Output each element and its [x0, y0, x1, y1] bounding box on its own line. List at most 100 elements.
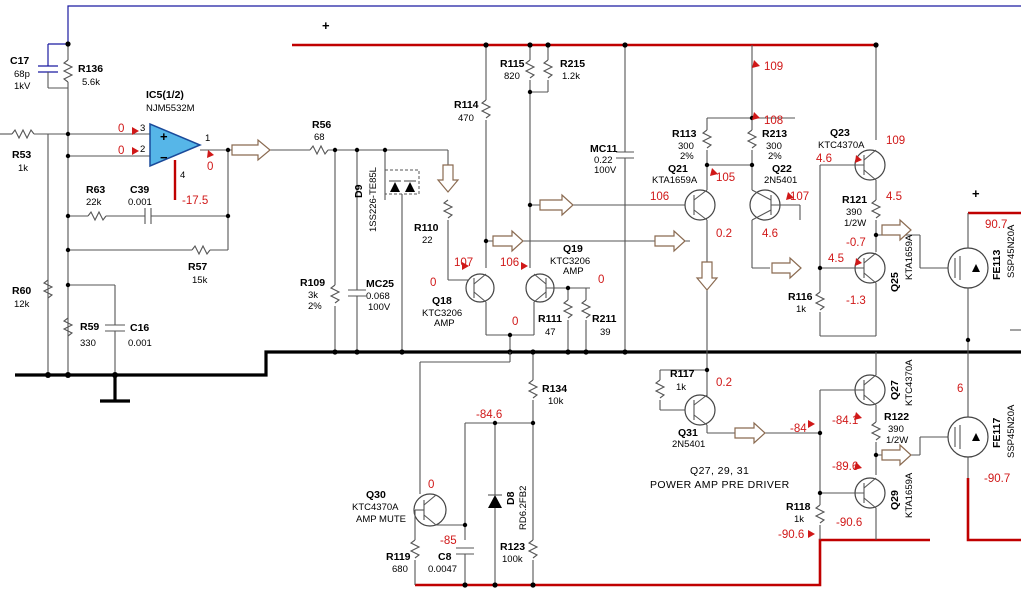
mc11-value: 0.22	[594, 155, 613, 166]
r60-ref: R60	[12, 285, 31, 297]
driver-transistors	[684, 42, 1021, 478]
q23-emitter-voltage: 4.5	[886, 191, 902, 203]
q21-part: KTA1659A	[652, 175, 698, 186]
r123-ref: R123	[500, 541, 525, 553]
output-plus-marker: +	[972, 186, 980, 201]
r56-ref: R56	[312, 119, 331, 131]
q31-emitter-voltage: 0.2	[716, 377, 732, 389]
q18-part: KTC3206	[422, 308, 462, 319]
r60-value: 12k	[14, 299, 30, 310]
c8-ref: C8	[438, 551, 452, 563]
r111-value: 47	[545, 327, 556, 338]
q23-collector-voltage: 109	[886, 135, 905, 147]
q27-ref: Q27	[889, 380, 901, 400]
q31-collector-voltage: -84	[790, 423, 807, 435]
r134-value: 10k	[548, 396, 564, 407]
q30-collector-voltage: 0	[428, 479, 434, 491]
r57-value: 15k	[192, 275, 208, 286]
q21-ref: Q21	[668, 163, 688, 175]
fe117-part: SSP45N20A	[1006, 404, 1017, 458]
c16-value: 0.001	[128, 338, 152, 349]
r213-node-voltage: 108	[764, 115, 783, 127]
r136-ref: R136	[78, 63, 103, 75]
r215-value: 1.2k	[562, 71, 580, 82]
voltage-readings: 0 107 106 0 0 109 108 106 105 0.2 107 4.…	[428, 61, 1010, 547]
q19-ref: Q19	[563, 243, 583, 255]
q21-emitter-voltage: 105	[716, 172, 735, 184]
q23-part: KTC4370A	[818, 140, 865, 151]
r121-ref: R121	[842, 194, 867, 206]
q22-emitter-voltage: 107	[790, 191, 809, 203]
q29-emitter-voltage: -89.6	[832, 461, 858, 473]
q19-collector-voltage: 106	[500, 257, 519, 269]
q29-collector-voltage: -90.6	[836, 517, 862, 529]
output-node-voltage: 6	[957, 383, 963, 395]
r111-ref: R111	[538, 313, 562, 325]
q30-role: AMP MUTE	[356, 514, 406, 525]
r119-ref: R119	[386, 551, 411, 563]
r109-value: 3k	[308, 290, 318, 301]
q27-emitter-voltage: -84.1	[832, 415, 858, 427]
r134-ref: R134	[542, 383, 567, 395]
q30-emitter-voltage: -85	[440, 535, 457, 547]
fe113-ref: FE113	[991, 249, 1003, 280]
r116-ref: R116	[788, 291, 813, 303]
r213-tolerance: 2%	[768, 151, 782, 162]
r122-power: 1/2W	[886, 435, 908, 446]
q30-part: KTC4370A	[352, 502, 399, 513]
q29-part: KTA1659A	[904, 472, 915, 518]
r56-value: 68	[314, 132, 325, 143]
r115-ref: R115	[500, 58, 525, 70]
r53-ref: R53	[12, 149, 31, 161]
ic5-pin2-voltage: 0	[118, 145, 124, 157]
top-plus-marker: +	[322, 18, 330, 33]
power-rails	[15, 5, 1021, 587]
q21-collector-voltage: 0.2	[716, 228, 732, 240]
zener-node-voltage: -84.6	[476, 409, 502, 421]
q31-ref: Q31	[678, 427, 698, 439]
r118-node-voltage: -90.6	[778, 529, 804, 541]
r113-ref: R113	[672, 128, 697, 140]
r119-value: 680	[392, 564, 408, 575]
fe117-ref: FE117	[991, 417, 1003, 448]
d8-part: RD6.2FB2	[518, 486, 529, 530]
q25-emitter-voltage: -0.7	[846, 237, 866, 249]
ic5-pin3: 3	[140, 123, 145, 134]
q19-role: AMP	[563, 266, 584, 277]
r114-ref: R114	[454, 99, 479, 111]
r63-ref: R63	[86, 184, 105, 196]
ic5-ref: IC5(1/2)	[146, 89, 184, 101]
d8-ref: D8	[505, 491, 517, 505]
ic5-part: NJM5532M	[146, 103, 195, 114]
ic5-pin4: 4	[180, 170, 185, 181]
r136-value: 5.6k	[82, 77, 100, 88]
c16-ref: C16	[130, 322, 149, 334]
r115-value: 820	[504, 71, 520, 82]
r213-ref: R213	[762, 128, 787, 140]
q22-ref: Q22	[772, 163, 792, 175]
r113-tolerance: 2%	[680, 151, 694, 162]
r117-value: 1k	[676, 382, 686, 393]
mc25-value: 0.068	[366, 291, 390, 302]
mc25-ref: MC25	[366, 278, 394, 290]
r122-ref: R122	[884, 411, 909, 423]
r121-value: 390	[846, 207, 862, 218]
emitter-node-voltage: 0	[512, 316, 518, 328]
c17-ref: C17	[10, 55, 29, 67]
r116-value: 1k	[796, 304, 806, 315]
q30-ref: Q30	[366, 489, 386, 501]
fe117-drain-voltage: -90.7	[984, 473, 1010, 485]
q18-ref: Q18	[432, 295, 452, 307]
ic5-pin1: 1	[205, 133, 210, 144]
signal-flow-arrows	[231, 138, 912, 467]
mc25-voltage: 100V	[368, 302, 391, 313]
opamp-symbol	[149, 122, 202, 168]
r117-ref: R117	[670, 368, 695, 380]
q25-base-voltage: 4.5	[828, 253, 844, 265]
q18-base-voltage: 0	[430, 277, 436, 289]
opamp-plus-sign: +	[160, 129, 168, 144]
q22-part: 2N5401	[764, 175, 797, 186]
q27-part: KTC4370A	[904, 359, 915, 406]
q25-part: KTA1659A	[904, 234, 915, 280]
mc11-voltage: 100V	[594, 165, 617, 176]
